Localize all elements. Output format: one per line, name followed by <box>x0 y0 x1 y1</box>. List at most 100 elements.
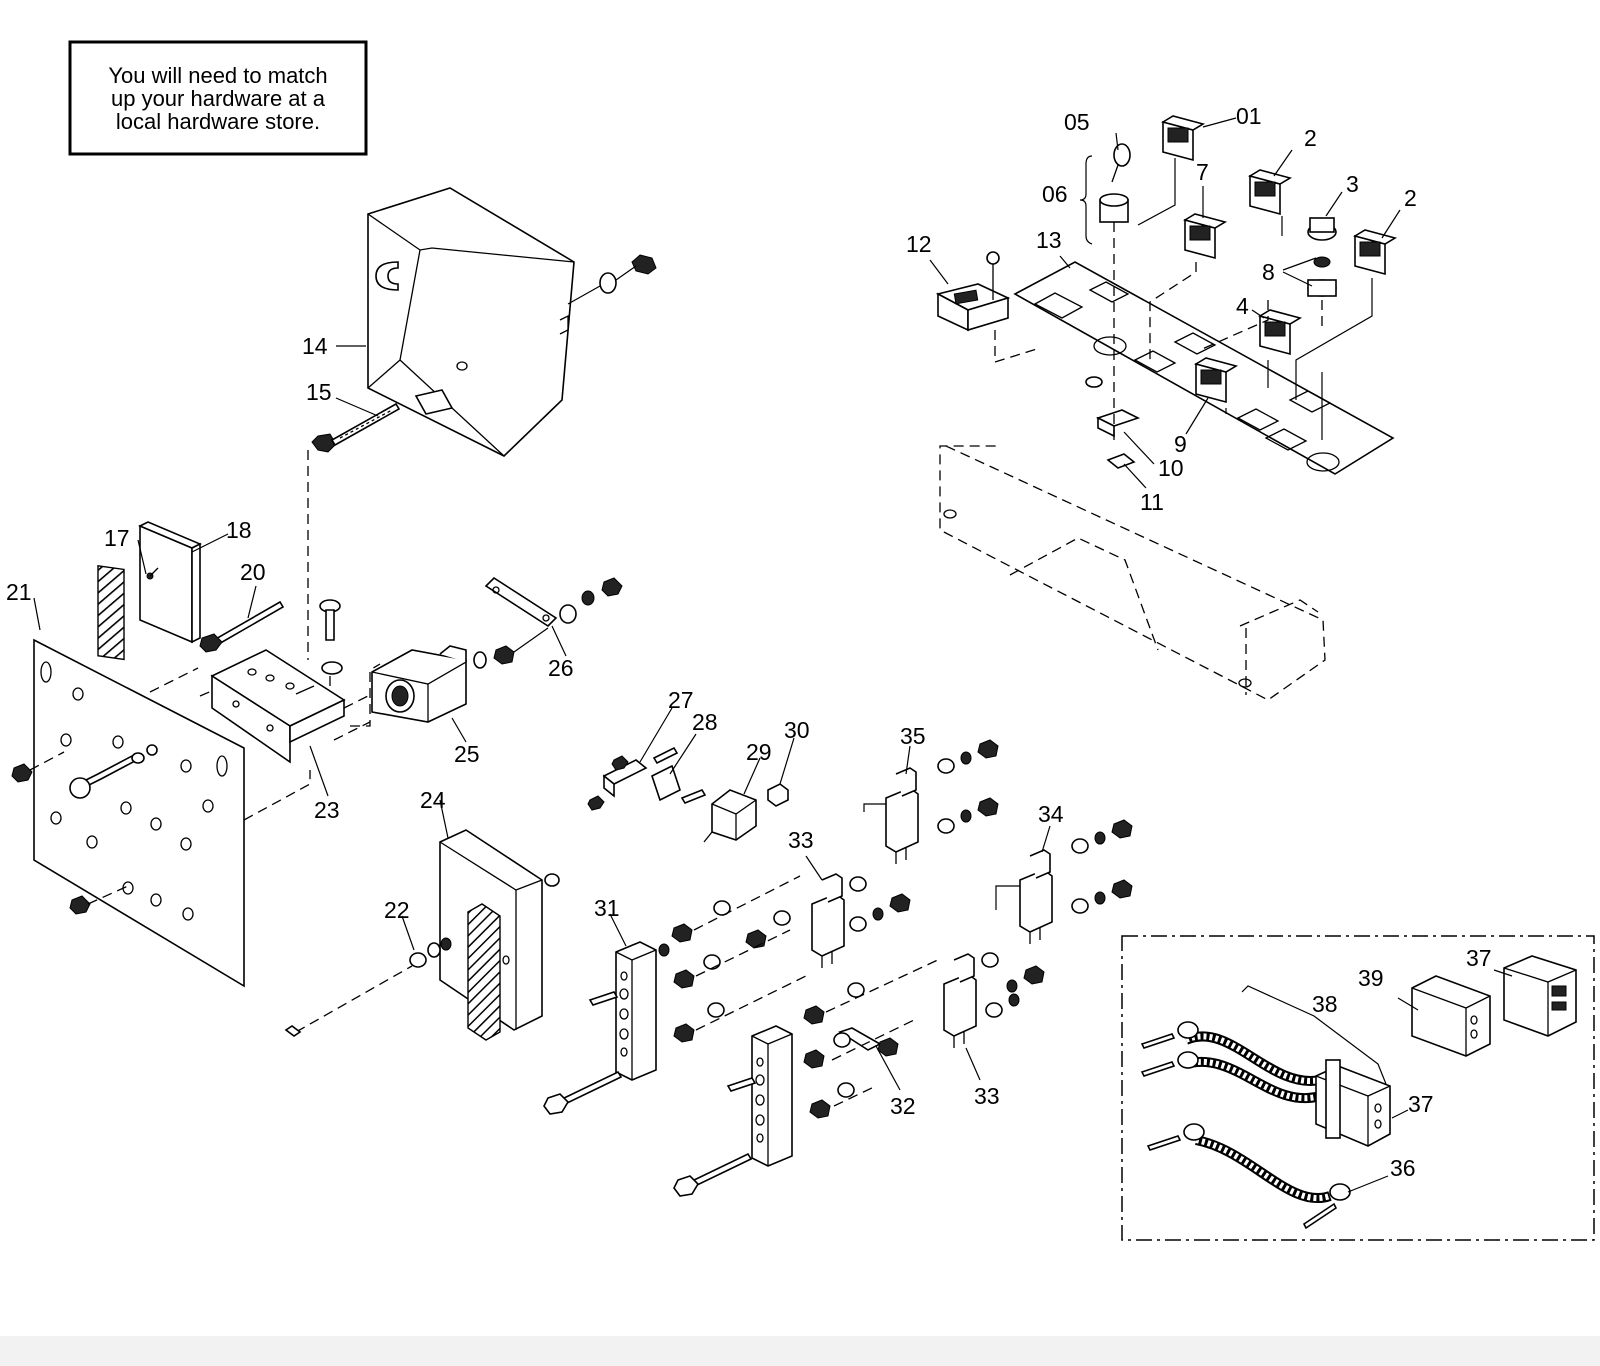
callout-22: 22 <box>384 897 410 923</box>
callout-labels: 01 05 06 2 3 2 7 8 4 9 10 11 12 13 14 15… <box>6 103 1492 1181</box>
enclosure-outline <box>939 445 1326 701</box>
leader-01 <box>1202 117 1237 128</box>
callout-29: 29 <box>746 739 772 765</box>
assembly-line <box>243 770 311 821</box>
callout-35: 35 <box>900 723 926 749</box>
note-line-2: up your hardware at a <box>111 86 326 111</box>
callout-27: 27 <box>668 687 694 713</box>
callout-10: 10 <box>1158 455 1184 481</box>
harness-38 <box>1140 1021 1391 1230</box>
leader-30 <box>779 737 795 785</box>
rocker-switch-2-right <box>1352 229 1398 276</box>
leader-35 <box>905 745 911 775</box>
cover-fasteners <box>567 254 657 305</box>
panel-cutout <box>1173 332 1217 355</box>
cover-14 <box>367 187 575 457</box>
assembly-line <box>199 689 215 697</box>
rocker-switch-2 <box>1247 169 1293 216</box>
leader-38 <box>1241 985 1387 1085</box>
callout-23: 23 <box>314 797 340 823</box>
screw-23 <box>319 599 343 690</box>
bracket-27 <box>587 707 679 811</box>
callout-11: 11 <box>1140 489 1164 515</box>
ignition-key <box>1099 143 1131 223</box>
assembly-line <box>149 667 199 693</box>
link-26 <box>484 576 623 657</box>
leader-8a <box>1282 257 1317 271</box>
toggle-switch-12 <box>935 251 1011 332</box>
callout-01: 01 <box>1236 103 1262 129</box>
enclosure-inner <box>1009 537 1159 651</box>
leader-25 <box>451 717 467 743</box>
leader-2-right <box>1381 209 1401 239</box>
callout-14: 14 <box>302 333 328 359</box>
leader-8b <box>1282 271 1313 287</box>
rocker-switch-4 <box>1257 309 1303 356</box>
leader-36 <box>1347 1175 1389 1193</box>
leader-3 <box>1325 191 1343 217</box>
callout-2: 2 <box>1304 125 1317 151</box>
leader-11 <box>1123 463 1147 489</box>
nut <box>11 763 33 783</box>
leader-21 <box>33 597 41 631</box>
fuse-holder-33b <box>943 952 1045 1081</box>
panel-cutout <box>1264 428 1308 451</box>
callout-37-top: 37 <box>1466 945 1492 971</box>
leader-24 <box>439 799 449 839</box>
rocker-switch-9 <box>1193 357 1239 404</box>
connector-39 <box>1411 975 1491 1057</box>
callout-33-top: 33 <box>788 827 814 853</box>
harness-detail <box>1121 935 1595 1241</box>
callout-05: 05 <box>1064 109 1090 135</box>
leader-20 <box>247 585 257 619</box>
assembly-line <box>350 663 381 727</box>
callout-7: 7 <box>1196 159 1209 185</box>
cover-body <box>367 187 575 457</box>
bracket-28 <box>651 733 707 804</box>
leader-32 <box>875 1045 901 1091</box>
callout-21: 21 <box>6 579 32 605</box>
callout-20: 20 <box>240 559 266 585</box>
rocker-switch-01 <box>1160 115 1206 162</box>
leader-22 <box>401 915 415 951</box>
assembly-line <box>1199 300 1269 351</box>
stud-20 <box>199 585 285 653</box>
leader-37a <box>1493 969 1513 977</box>
callout-36: 36 <box>1390 1155 1416 1181</box>
strip-fasteners <box>658 875 943 1119</box>
callout-31: 31 <box>594 895 620 921</box>
note-line-3: local hardware store. <box>116 109 320 134</box>
callout-4: 4 <box>1236 293 1249 319</box>
leader-26 <box>551 625 567 657</box>
leader-33b <box>965 1047 981 1081</box>
clip-30 <box>767 737 795 807</box>
leader-37b <box>1391 1109 1409 1119</box>
assembly-line <box>1295 278 1373 400</box>
leader-4 <box>1251 309 1265 319</box>
fuse-holder-33a <box>805 855 911 968</box>
terminal-strip-32 <box>673 1025 901 1197</box>
callout-15: 15 <box>306 379 332 405</box>
nut <box>69 895 91 915</box>
panel-cutout <box>1088 281 1130 303</box>
callout-28: 28 <box>692 709 718 735</box>
panel-hole <box>1093 336 1127 356</box>
note-line-1: You will need to match <box>108 63 327 88</box>
leader-27 <box>639 707 673 763</box>
callout-37-bottom: 37 <box>1408 1091 1434 1117</box>
plate-body <box>33 638 245 988</box>
panel-hole <box>1306 452 1340 472</box>
callout-34: 34 <box>1038 801 1064 827</box>
callout-13: 13 <box>1036 227 1062 253</box>
note-frame <box>68 40 368 156</box>
leader-31 <box>609 913 627 947</box>
callout-12: 12 <box>906 231 932 257</box>
leader-13 <box>1059 255 1071 269</box>
assembly-line <box>1137 158 1176 226</box>
enclosure-hole <box>1238 678 1252 688</box>
enclosure-hole <box>943 509 957 519</box>
leader-39 <box>1397 997 1419 1011</box>
panel-cutout <box>1288 390 1332 413</box>
relay-29 <box>703 757 761 843</box>
